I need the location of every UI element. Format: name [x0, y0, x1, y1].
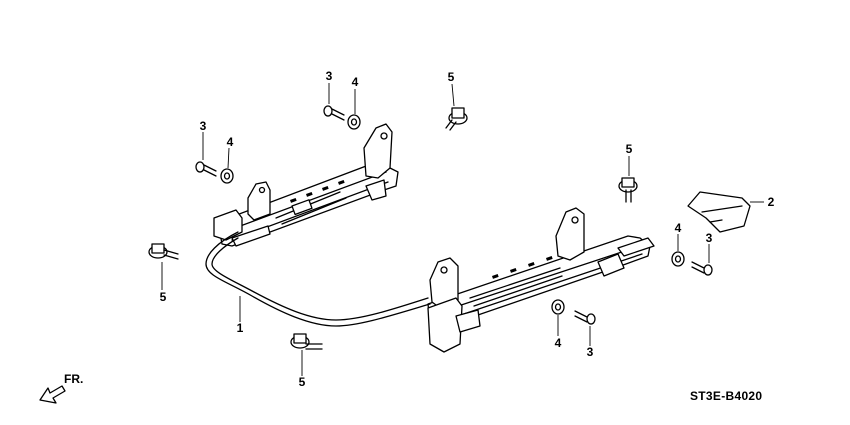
- callout-2: 2: [767, 195, 775, 209]
- callout-4: 4: [674, 221, 682, 235]
- right-seat-rail: [427, 207, 655, 353]
- callout-4: 4: [226, 135, 234, 149]
- clip-part: [687, 191, 751, 233]
- callout-3: 3: [705, 231, 713, 245]
- callout-5: 5: [447, 70, 455, 84]
- callout-3: 3: [199, 119, 207, 133]
- flange-bolt-icon: [148, 107, 638, 350]
- callout-3: 3: [586, 345, 594, 359]
- leader-lines: [161, 83, 764, 376]
- callout-5: 5: [298, 375, 306, 389]
- callout-4: 4: [554, 336, 562, 350]
- diagram-code: ST3E-B4020: [690, 389, 763, 403]
- front-direction-label: FR.: [64, 372, 84, 386]
- callout-1: 1: [236, 321, 244, 335]
- release-bar: [205, 231, 431, 327]
- washer-icon: [220, 114, 685, 315]
- callout-3: 3: [325, 69, 333, 83]
- bolt-icon: [195, 105, 713, 325]
- callout-4: 4: [351, 75, 359, 89]
- callout-5: 5: [159, 290, 167, 304]
- front-direction-arrow-icon: [39, 385, 66, 404]
- callout-5: 5: [625, 142, 633, 156]
- left-seat-rail: [213, 123, 399, 247]
